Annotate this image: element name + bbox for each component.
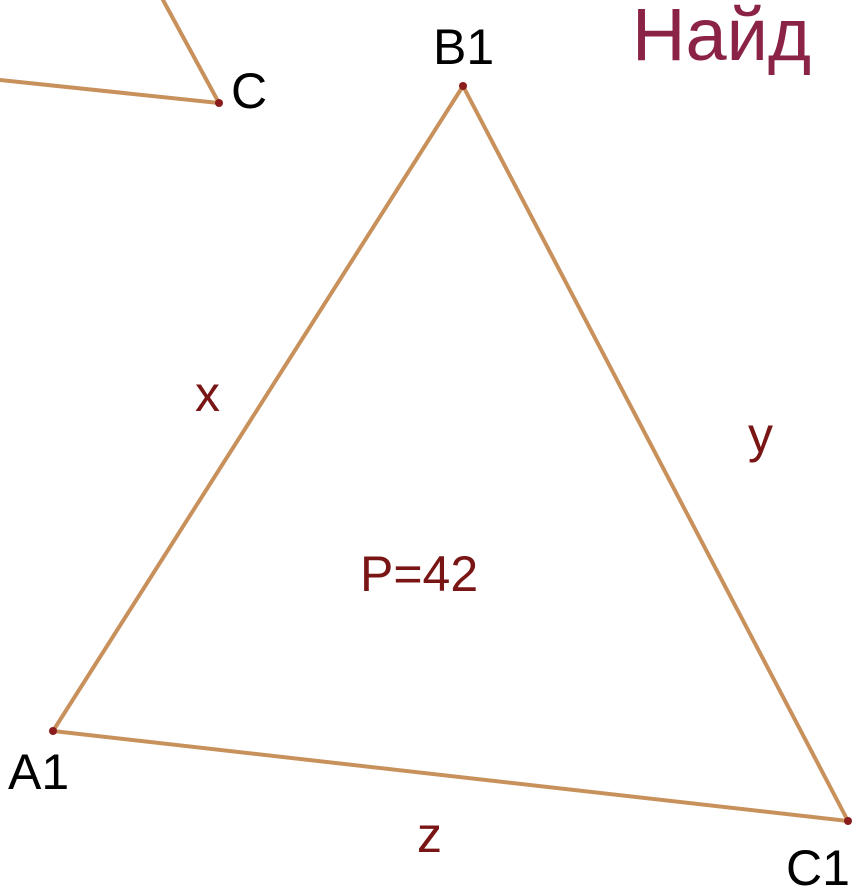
vertex-b1-label: B1 xyxy=(433,19,494,75)
perimeter-label: P=42 xyxy=(360,546,478,602)
vertex-c1-label: C1 xyxy=(786,840,850,892)
vertex-c1-point xyxy=(844,817,852,825)
edge-a1-c1 xyxy=(51,729,850,823)
side-x-label: x xyxy=(195,366,220,422)
vertex-b1-point xyxy=(459,82,467,90)
edge-b1-c1 xyxy=(461,84,850,823)
vertex-a1-point xyxy=(49,727,57,735)
side-z-label: z xyxy=(417,807,442,863)
heading-text: Найд xyxy=(632,0,811,76)
edge-a1-b1 xyxy=(51,84,465,733)
vertex-c-label: C xyxy=(231,63,267,119)
vertex-c-point xyxy=(215,99,223,107)
vertex-a1-label: A1 xyxy=(8,744,69,800)
side-y-label: y xyxy=(748,407,773,463)
edge-partial-upper xyxy=(161,0,221,105)
edge-partial-lower xyxy=(0,78,221,105)
